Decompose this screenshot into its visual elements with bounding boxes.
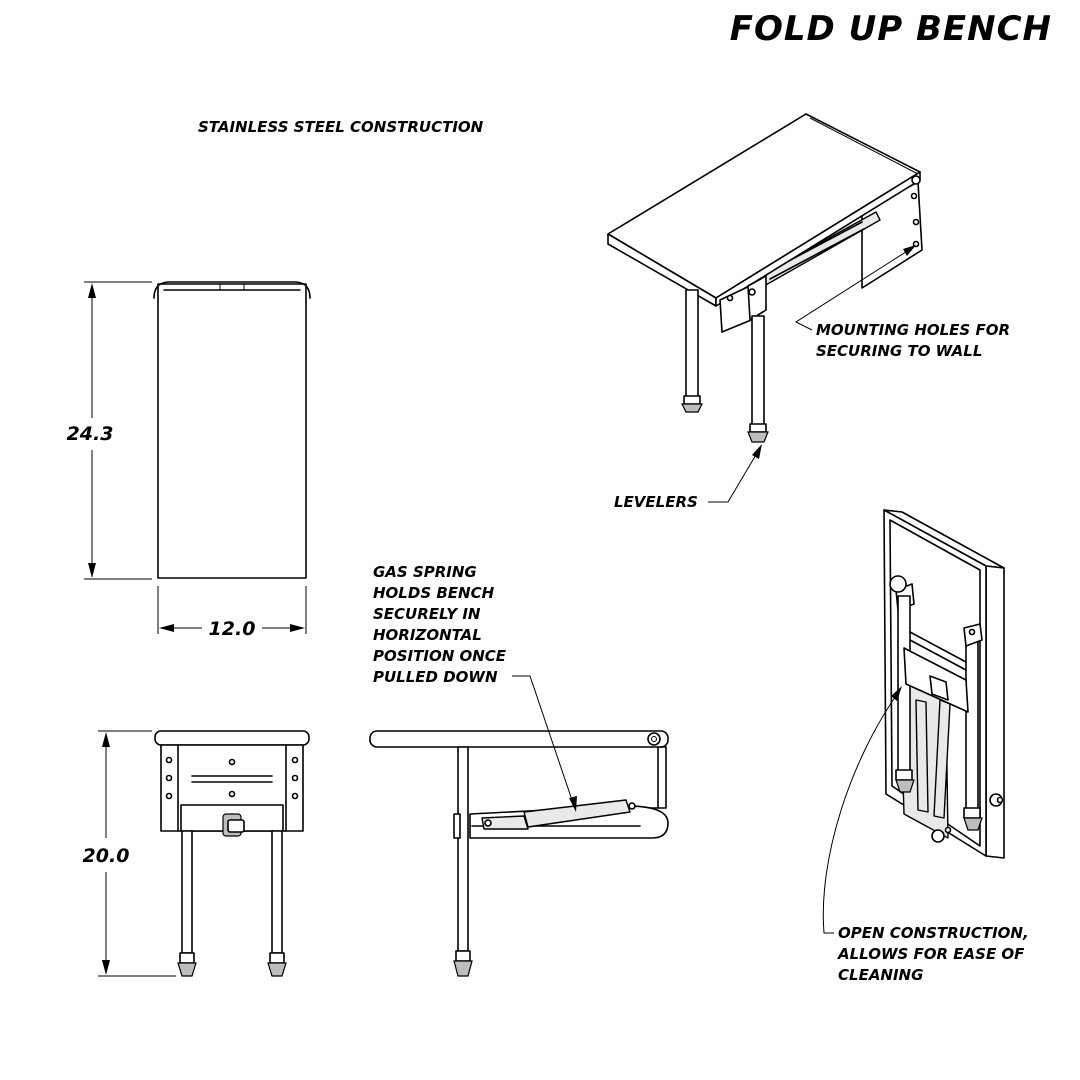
note-open-line-2: ALLOWS FOR EASE OF <box>837 945 1025 963</box>
dimension-height-label: 20.0 <box>83 845 130 867</box>
iso-view-deployed <box>607 113 923 443</box>
note-levelers: LEVELERS <box>614 493 698 511</box>
note-construction: STAINLESS STEEL CONSTRUCTION <box>198 118 484 136</box>
callout-mounting: MOUNTING HOLES FOR SECURING TO WALL <box>794 245 1015 360</box>
note-gas-spring-line-2: HOLDS BENCH <box>373 584 495 602</box>
note-open-line-3: CLEANING <box>838 966 923 984</box>
note-open-line-1: OPEN CONSTRUCTION, <box>838 924 1029 942</box>
dimension-width-label: 12.0 <box>209 618 256 640</box>
dimension-depth-label: 24.3 <box>67 423 114 445</box>
dimension-depth: 24.3 <box>67 281 152 580</box>
note-gas-spring-line-4: HORIZONTAL <box>373 626 482 644</box>
dimension-height: 20.0 <box>83 730 176 977</box>
note-mounting-line-1: MOUNTING HOLES FOR <box>816 321 1010 339</box>
svg-text:MOUNTING HOLES FOR SECUR: MOUNTING HOLES FOR SECURING TO WALL <box>816 321 1015 360</box>
callout-gas-spring: GAS SPRING HOLDS BENCH SECURELY IN HORIZ… <box>373 563 577 812</box>
note-gas-spring-line-1: GAS SPRING <box>373 563 477 581</box>
drawing-title: FOLD UP BENCH <box>730 9 1052 49</box>
note-gas-spring-line-3: SECURELY IN <box>373 605 481 623</box>
svg-text:OPEN CONSTRUCTION, ALLOW: OPEN CONSTRUCTION, ALLOWS FOR EASE OF CL… <box>837 924 1034 984</box>
iso-view-folded <box>883 509 1005 859</box>
svg-text:GAS SPRING HOLDS BENCH: GAS SPRING HOLDS BENCH SECURELY IN HORIZ… <box>373 563 511 686</box>
front-view <box>154 730 310 977</box>
note-gas-spring-line-5: POSITION ONCE <box>373 647 507 665</box>
dimension-width: 12.0 <box>157 586 307 640</box>
note-gas-spring-line-6: PULLED DOWN <box>373 668 498 686</box>
side-view <box>369 730 669 977</box>
note-mounting-line-2: SECURING TO WALL <box>816 342 982 360</box>
callout-levelers: LEVELERS <box>614 444 762 511</box>
callout-open-construction: OPEN CONSTRUCTION, ALLOWS FOR EASE OF CL… <box>822 686 1034 984</box>
top-view <box>153 281 311 579</box>
